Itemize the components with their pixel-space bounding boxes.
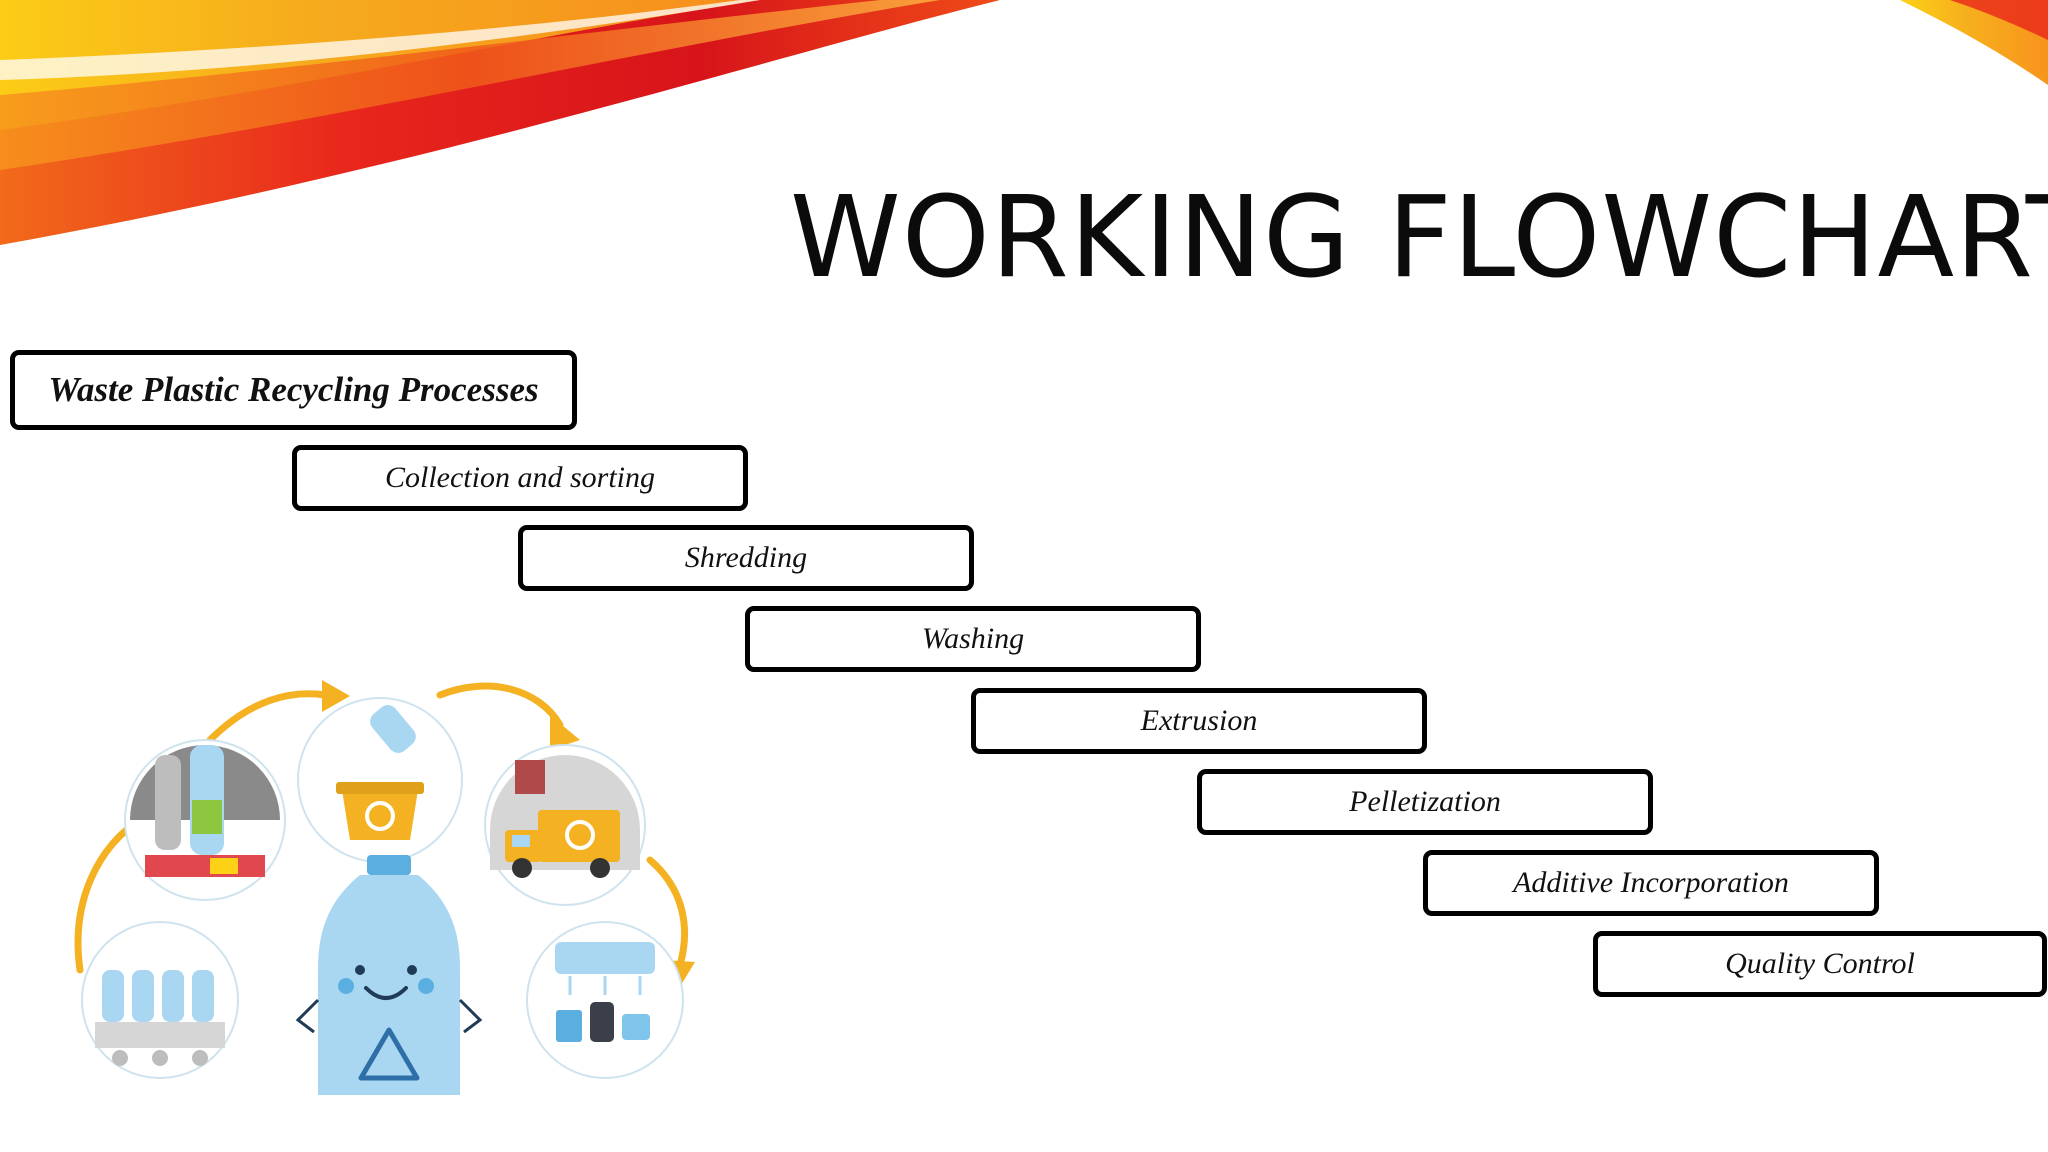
recycled-products-icon — [526, 921, 684, 1079]
flowchart-header-label: Waste Plastic Recycling Processes — [48, 370, 539, 409]
bottle-collection-icon — [124, 739, 286, 901]
flowchart-step-quality-control: Quality Control — [1593, 931, 2047, 997]
flowchart-step-collection: Collection and sorting — [292, 445, 748, 511]
flowchart-step-pelletization: Pelletization — [1197, 769, 1653, 835]
flowchart-step-extrusion: Extrusion — [971, 688, 1427, 754]
decorative-swoosh — [0, 0, 2048, 245]
recycling-bin-icon — [297, 697, 463, 863]
step-label: Shredding — [684, 541, 808, 574]
flowchart-header-box: Waste Plastic Recycling Processes — [10, 350, 577, 430]
step-label: Additive Incorporation — [1513, 866, 1789, 899]
flowchart-step-shredding: Shredding — [518, 525, 974, 591]
step-label: Extrusion — [1140, 704, 1258, 737]
bottle-production-icon — [81, 921, 239, 1079]
recycle-arrow-icon — [358, 1027, 420, 1081]
flowchart-step-additive-incorporation: Additive Incorporation — [1423, 850, 1879, 916]
step-label: Quality Control — [1725, 947, 1915, 980]
step-label: Collection and sorting — [385, 461, 655, 494]
recycling-truck-icon — [484, 744, 646, 906]
step-label: Washing — [921, 622, 1025, 655]
slide-title: WORKING FLOWCHART — [790, 173, 2048, 303]
step-label: Pelletization — [1349, 785, 1501, 818]
smiling-bottle-icon — [295, 855, 483, 1095]
flowchart-step-washing: Washing — [745, 606, 1201, 672]
recycling-illustration — [74, 680, 695, 1095]
